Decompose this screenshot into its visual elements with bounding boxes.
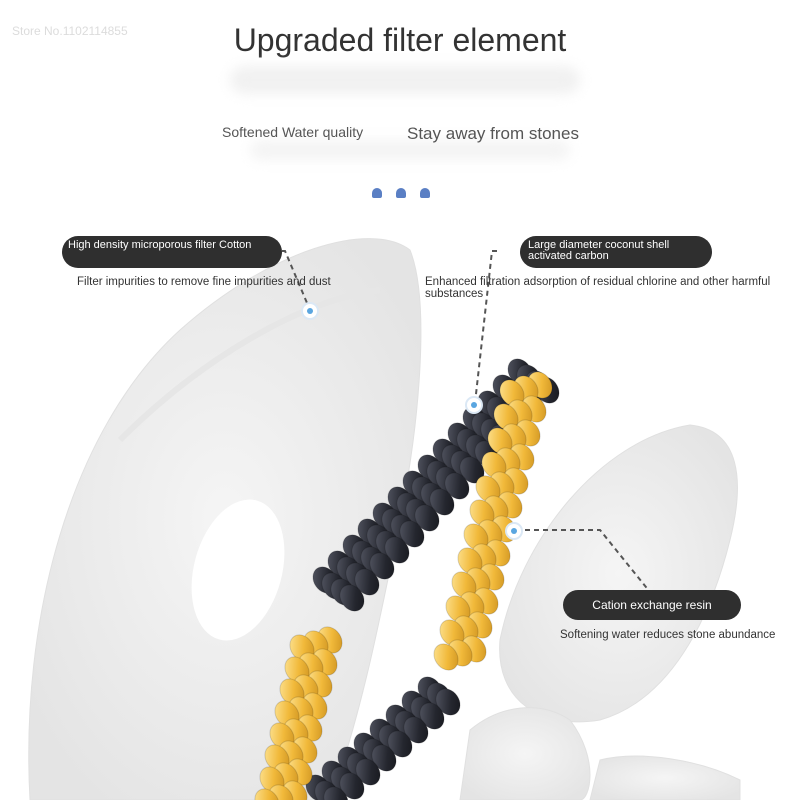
label-filter-cotton: High density microporous filter Cotton [62,236,282,268]
label-activated-carbon: Large diameter coconut shell activated c… [520,236,712,268]
pagination-dots [372,188,430,198]
dot-2 [396,188,406,198]
description-filter-cotton: Filter impurities to remove fine impurit… [77,276,331,288]
page-title: Upgraded filter element [0,22,800,59]
label-cation-resin: Cation exchange resin [563,590,741,620]
description-cation-resin: Softening water reduces stone abundance [560,629,775,641]
dot-3 [420,188,430,198]
subtitle-softened-water: Softened Water quality [222,124,363,140]
description-activated-carbon: Enhanced filtration adsorption of residu… [425,276,795,300]
blurred-text-band [230,66,580,94]
dot-1 [372,188,382,198]
cotton-filter-layer [29,239,421,800]
subtitle-stay-away-stones: Stay away from stones [407,124,579,144]
